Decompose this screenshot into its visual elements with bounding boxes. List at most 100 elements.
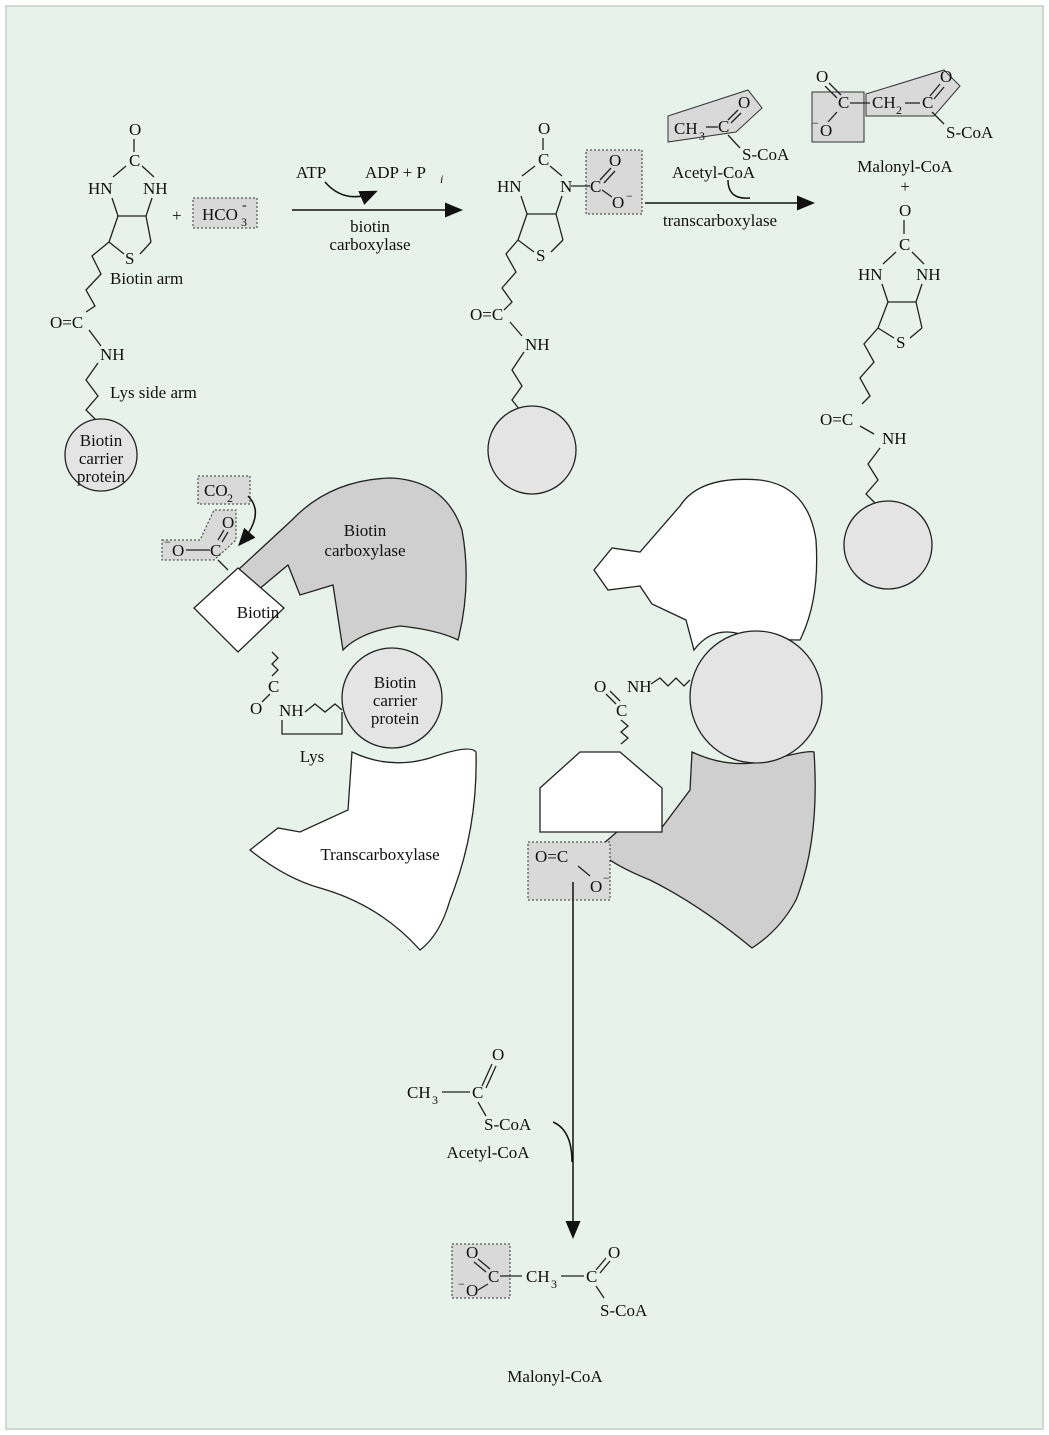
- biotin-carboxyl-charge: −: [164, 535, 171, 549]
- acetyl-ch3: CH: [674, 119, 698, 138]
- complex-transcarboxylase-state: O NH C O=C O −: [527, 478, 823, 949]
- biotin-carboxyl-oxygen: O: [172, 541, 184, 560]
- complex1-carbon: C: [268, 677, 279, 696]
- biotin-carboxylase-shape: [237, 477, 467, 652]
- hco3-sub: 3: [241, 215, 247, 229]
- malonyl-oxygen-2: O: [940, 67, 952, 86]
- urea-oxygen-3: O: [899, 201, 911, 220]
- biotin-carboxylase-label-a: Biotin: [344, 521, 387, 540]
- sulfur-label-2: S: [536, 246, 545, 265]
- amide-oc-label-3: O=C: [820, 410, 853, 429]
- bottom-reaction: CH 3 C O S-CoA Acetyl-CoA O C O − CH 3 C…: [407, 882, 648, 1386]
- malonyl-oxygen-1: O: [816, 67, 828, 86]
- n-label: N: [560, 177, 572, 196]
- malonyl-carbon-1: C: [838, 93, 849, 112]
- malonyl-carbon-2: C: [922, 93, 933, 112]
- bccp-label-4b: carrier: [373, 691, 418, 710]
- complex1-oxygen: O: [250, 699, 262, 718]
- biotin-carboxyl-carbon: C: [210, 541, 221, 560]
- bccp-label-4a: Biotin: [374, 673, 417, 692]
- biotin-carboxylase-reaction-arrow: ATP ADP + P i biotin carboxylase: [292, 163, 463, 254]
- bottom-scoa: S-CoA: [484, 1115, 532, 1134]
- complex2-nh: NH: [627, 677, 652, 696]
- amide-nh-label: NH: [100, 345, 125, 364]
- bccp-label-1: Biotin: [80, 431, 123, 450]
- urea-carbon: C: [129, 151, 140, 170]
- urea-carbon-2: C: [538, 150, 549, 169]
- plus-sign: +: [172, 206, 182, 225]
- bottom-ch3: CH: [407, 1083, 431, 1102]
- nh-label-3: NH: [916, 265, 941, 284]
- carboxybiotin-bccp-molecule: O C HN N S O=C NH C O O −: [470, 119, 643, 495]
- bottom-mal-carbon-2: C: [586, 1267, 597, 1286]
- bottom-mal-ominus: O: [466, 1281, 478, 1300]
- biotin-carboxylase-label-b: carboxylase: [324, 541, 405, 560]
- bottom-mal-carbon-1: C: [488, 1267, 499, 1286]
- malonyl-coa-label-top: Malonyl-CoA: [857, 157, 953, 176]
- malonyl-ch2-sub: 2: [896, 103, 902, 117]
- complex-carboxylase-state: Biotin carboxylase Transcarboxylase Biot…: [161, 475, 477, 951]
- complex1-nh: NH: [279, 701, 304, 720]
- biotin-diamond-2: [539, 751, 663, 833]
- biotin-carboxylase-label-1: biotin: [350, 217, 390, 236]
- carboxyl-oxygen: O: [609, 151, 621, 170]
- bottom-ch3-sub: 3: [432, 1093, 438, 1107]
- acetyl-coa-label: Acetyl-CoA: [672, 163, 756, 182]
- bccp-label-3: protein: [77, 467, 126, 486]
- amide-oc-label: O=C: [50, 313, 83, 332]
- amide-oc-label-2: O=C: [470, 305, 503, 324]
- hco3-sup: -: [242, 198, 247, 213]
- complex2-oxygen: O: [594, 677, 606, 696]
- complex2-charge: −: [603, 871, 610, 885]
- biotin-arm-label: Biotin arm: [110, 269, 183, 288]
- lys-side-arm-label: Lys side arm: [110, 383, 197, 402]
- carboxyl-oxygen-minus: O: [612, 193, 624, 212]
- bottom-acetyl-coa-label: Acetyl-CoA: [446, 1143, 530, 1162]
- transcarboxylase-shape-2: [593, 478, 818, 652]
- adp-pi-label: ADP + P: [365, 163, 426, 182]
- bccp-circle: [64, 418, 138, 492]
- malonyl-charge: −: [812, 116, 819, 130]
- transcarboxylase-label-a: Transcarboxylase: [320, 845, 439, 864]
- nh-label: NH: [143, 179, 168, 198]
- bottom-mal-scoa: S-CoA: [600, 1301, 648, 1320]
- lys-label: Lys: [300, 747, 325, 766]
- urea-oxygen-2: O: [538, 119, 550, 138]
- bottom-mal-ch3: CH: [526, 1267, 550, 1286]
- bccp-circle-2: [487, 405, 577, 495]
- bottom-mal-oxygen-2: O: [608, 1243, 620, 1262]
- malonyl-scoa: S-CoA: [946, 123, 994, 142]
- bottom-mal-ch3-sub: 3: [551, 1277, 557, 1291]
- bccp-label-2: carrier: [79, 449, 124, 468]
- sulfur-label-3: S: [896, 333, 905, 352]
- hn-label: HN: [88, 179, 113, 198]
- regenerated-biotin-bccp: O C HN NH S O=C NH: [820, 201, 941, 590]
- acetyl-carbon: C: [718, 117, 729, 136]
- malonyl-oxygen-minus: O: [820, 121, 832, 140]
- bottom-oxygen: O: [492, 1045, 504, 1064]
- transcarboxylase-reaction-arrow: CH 3 C O S-CoA Acetyl-CoA transcarboxyla…: [645, 89, 815, 230]
- biotin-carboxylase-label-2: carboxylase: [329, 235, 410, 254]
- acetyl-oxygen: O: [738, 93, 750, 112]
- bottom-mal-charge: −: [458, 1277, 465, 1291]
- plus-sign-2: +: [900, 177, 910, 196]
- complex2-carbon: C: [616, 701, 627, 720]
- bicarbonate: HCO 3 -: [192, 197, 258, 229]
- amide-nh-label-2: NH: [525, 335, 550, 354]
- transcarboxylase-shape: [248, 748, 477, 951]
- background-panel: [5, 5, 1044, 1430]
- bottom-malonyl-coa-label: Malonyl-CoA: [507, 1367, 603, 1386]
- co2-label: CO: [204, 481, 228, 500]
- hco3-label: HCO: [202, 205, 238, 224]
- atp-label: ATP: [296, 163, 326, 182]
- carboxyl-charge: −: [626, 189, 633, 203]
- complex2-oc-label: O=C: [535, 847, 568, 866]
- bottom-carbon: C: [472, 1083, 483, 1102]
- acetyl-scoa: S-CoA: [742, 145, 790, 164]
- pi-subscript: i: [440, 172, 443, 186]
- acetyl-ch3-sub: 3: [699, 129, 705, 143]
- bottom-mal-oxygen-1: O: [466, 1243, 478, 1262]
- hn-label-2: HN: [497, 177, 522, 196]
